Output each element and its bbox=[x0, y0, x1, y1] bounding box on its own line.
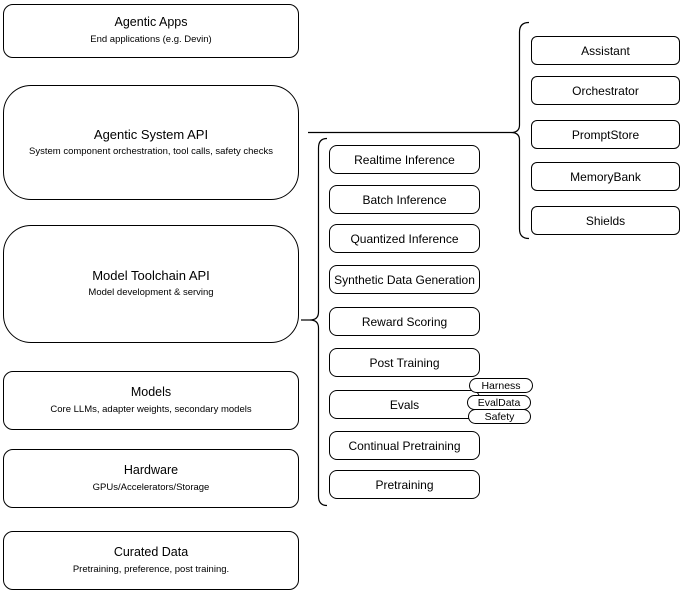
box-label: Continual Pretraining bbox=[348, 438, 461, 453]
box-synthetic-data-generation: Synthetic Data Generation bbox=[329, 265, 480, 294]
box-hardware: Hardware GPUs/Accelerators/Storage bbox=[3, 449, 299, 508]
box-continual-pretraining: Continual Pretraining bbox=[329, 431, 480, 460]
box-title: Agentic Apps bbox=[114, 15, 188, 30]
box-subtitle: End applications (e.g. Devin) bbox=[90, 34, 212, 46]
box-model-toolchain-api: Model Toolchain API Model development & … bbox=[3, 225, 299, 343]
box-label: Reward Scoring bbox=[361, 314, 448, 329]
box-reward-scoring: Reward Scoring bbox=[329, 307, 480, 336]
box-label: Evals bbox=[389, 397, 420, 412]
box-quantized-inference: Quantized Inference bbox=[329, 224, 480, 253]
system-components-bracket bbox=[510, 21, 530, 240]
box-label: Synthetic Data Generation bbox=[334, 272, 475, 287]
box-promptstore: PromptStore bbox=[531, 120, 680, 149]
box-subtitle: System component orchestration, tool cal… bbox=[29, 145, 273, 157]
box-title: Curated Data bbox=[113, 544, 189, 559]
pill-safety: Safety bbox=[468, 409, 531, 424]
box-subtitle: Pretraining, preference, post training. bbox=[72, 563, 230, 575]
box-agentic-apps: Agentic Apps End applications (e.g. Devi… bbox=[3, 4, 299, 58]
pill-label: EvalData bbox=[477, 396, 521, 409]
pill-label: Safety bbox=[484, 410, 515, 423]
box-label: Orchestrator bbox=[572, 83, 639, 98]
box-label: Realtime Inference bbox=[354, 152, 455, 167]
pill-evaldata: EvalData bbox=[467, 395, 531, 410]
box-shields: Shields bbox=[531, 206, 680, 235]
box-title: Agentic System API bbox=[93, 126, 209, 142]
box-pretraining: Pretraining bbox=[329, 470, 480, 499]
box-title: Models bbox=[130, 384, 172, 399]
box-orchestrator: Orchestrator bbox=[531, 76, 680, 105]
pill-harness: Harness bbox=[469, 378, 533, 393]
box-subtitle: GPUs/Accelerators/Storage bbox=[92, 481, 210, 493]
box-agentic-system-api: Agentic System API System component orch… bbox=[3, 85, 299, 200]
box-assistant: Assistant bbox=[531, 36, 680, 65]
box-label: Shields bbox=[585, 213, 626, 228]
box-subtitle: Model development & serving bbox=[88, 287, 214, 299]
box-label: PromptStore bbox=[571, 127, 640, 142]
box-label: Assistant bbox=[581, 43, 630, 58]
box-label: Quantized Inference bbox=[350, 231, 459, 246]
box-title: Model Toolchain API bbox=[92, 268, 210, 284]
box-label: Batch Inference bbox=[362, 192, 447, 207]
box-subtitle: Core LLMs, adapter weights, secondary mo… bbox=[50, 403, 252, 415]
pill-label: Harness bbox=[481, 379, 521, 392]
box-title: Hardware bbox=[123, 462, 179, 477]
box-label: MemoryBank bbox=[570, 169, 641, 184]
box-models: Models Core LLMs, adapter weights, secon… bbox=[3, 371, 299, 430]
toolchain-bracket bbox=[309, 137, 328, 507]
box-post-training: Post Training bbox=[329, 348, 480, 377]
box-evals: Evals bbox=[329, 390, 480, 419]
box-batch-inference: Batch Inference bbox=[329, 185, 480, 214]
box-memorybank: MemoryBank bbox=[531, 162, 680, 191]
box-label: Post Training bbox=[369, 355, 440, 370]
box-realtime-inference: Realtime Inference bbox=[329, 145, 480, 174]
box-label: Pretraining bbox=[375, 477, 434, 492]
box-curated-data: Curated Data Pretraining, preference, po… bbox=[3, 531, 299, 590]
